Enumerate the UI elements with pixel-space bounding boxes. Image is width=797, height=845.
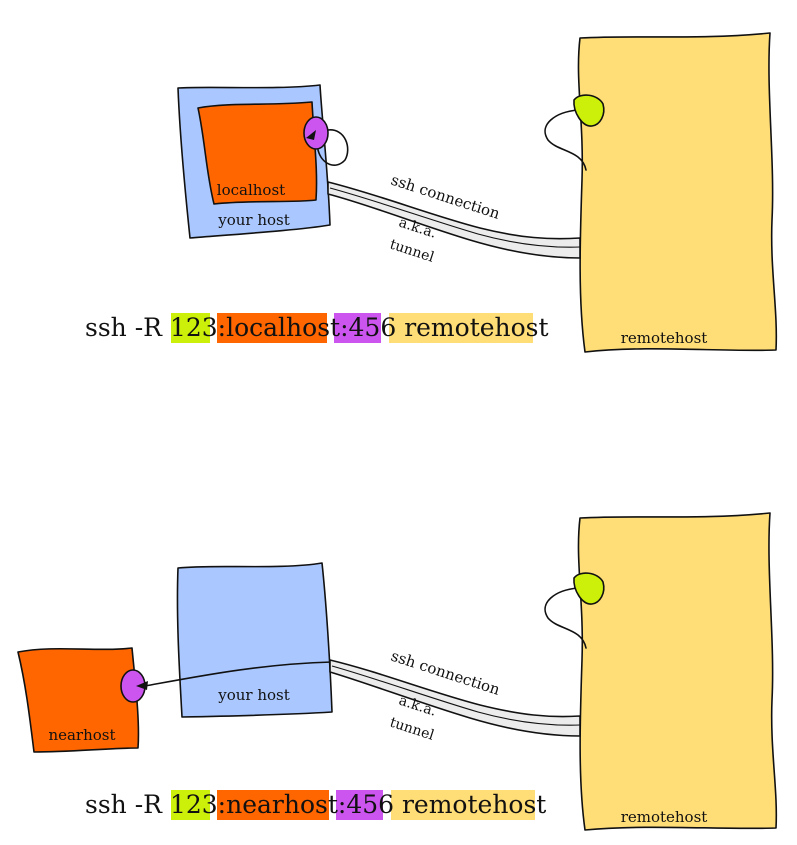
- bottom-tunnel: [329, 659, 581, 737]
- bottom-cmd-sep1: :: [218, 790, 226, 819]
- top-localhost-box: [197, 101, 318, 205]
- top-tunnel: [327, 181, 581, 259]
- top-localhost-label: localhost: [217, 181, 285, 199]
- bottom-cmd-space: [394, 790, 402, 819]
- bottom-cmd-target-host: nearhost: [226, 790, 338, 819]
- top-cmd-remote-port: 123: [170, 313, 218, 342]
- bottom-tunnel-label: tunnel: [388, 715, 437, 744]
- top-cmd-target-host: localhost: [226, 313, 340, 342]
- bottom-remote-port: [573, 572, 605, 605]
- top-cmd-sep2: :: [340, 313, 348, 342]
- top-cmd-port-local-bg: [334, 313, 381, 343]
- top-local-port-arrow: [306, 130, 316, 140]
- bottom-cmd-port-local-bg: [336, 790, 383, 820]
- top-cmd-localhost-bg: [217, 313, 327, 343]
- bottom-cmd-remote-host: remotehost: [402, 790, 546, 819]
- bottom-your-host-box: [176, 562, 333, 718]
- top-cmd-sep1: :: [218, 313, 226, 342]
- top-command: ssh -R 123:localhost:456 remotehost: [85, 313, 549, 343]
- top-remotehost-box: [577, 32, 778, 353]
- bottom-nearhost-label: nearhost: [48, 726, 115, 744]
- top-local-loop-line: [317, 129, 349, 166]
- top-command-text: ssh -R 123:localhost:456 remotehost: [85, 313, 549, 342]
- bottom-nearhost-box: [17, 647, 140, 753]
- bottom-remote-loop-line: [544, 587, 587, 649]
- top-tunnel-label: tunnel: [388, 237, 437, 266]
- top-remote-loop-line: [544, 109, 587, 171]
- top-tunnel-inner-line: [329, 187, 581, 248]
- bottom-diagram: remotehost your host nearhost ssh connec…: [17, 512, 778, 831]
- top-cmd-remotehost-bg: [389, 313, 533, 343]
- top-local-port: [303, 116, 329, 150]
- bottom-remotehost-box: [577, 512, 778, 831]
- top-diagram: remotehost localhost your host ssh conne…: [85, 32, 778, 353]
- bottom-cmd-nearhost-bg: [217, 790, 329, 820]
- bottom-tunnel-inner-line: [331, 665, 581, 726]
- bottom-cmd-prefix: ssh -R: [85, 790, 170, 819]
- bottom-cmd-port-remote-bg: [171, 790, 210, 820]
- top-cmd-prefix: ssh -R: [85, 313, 170, 342]
- top-cmd-space: [396, 313, 404, 342]
- bottom-command-text: ssh -R 123:nearhost:456 remotehost: [85, 790, 546, 819]
- top-cmd-port-remote-bg: [171, 313, 210, 343]
- bottom-cmd-sep2: :: [338, 790, 346, 819]
- bottom-forward-line: [144, 661, 333, 687]
- bottom-near-port-arrow: [136, 681, 148, 690]
- top-remote-port: [573, 94, 605, 127]
- bottom-cmd-remote-port: 123: [170, 790, 218, 819]
- top-remotehost-label: remotehost: [621, 329, 708, 347]
- bottom-cmd-remotehost-bg: [391, 790, 535, 820]
- top-your-host-label: your host: [217, 211, 290, 229]
- top-cmd-remote-host: remotehost: [404, 313, 548, 342]
- bottom-your-host-label: your host: [217, 686, 290, 704]
- bottom-cmd-local-port: 456: [346, 790, 394, 819]
- bottom-remotehost-label: remotehost: [621, 808, 708, 826]
- top-cmd-local-port: 456: [349, 313, 397, 342]
- bottom-command: ssh -R 123:nearhost:456 remotehost: [85, 790, 546, 820]
